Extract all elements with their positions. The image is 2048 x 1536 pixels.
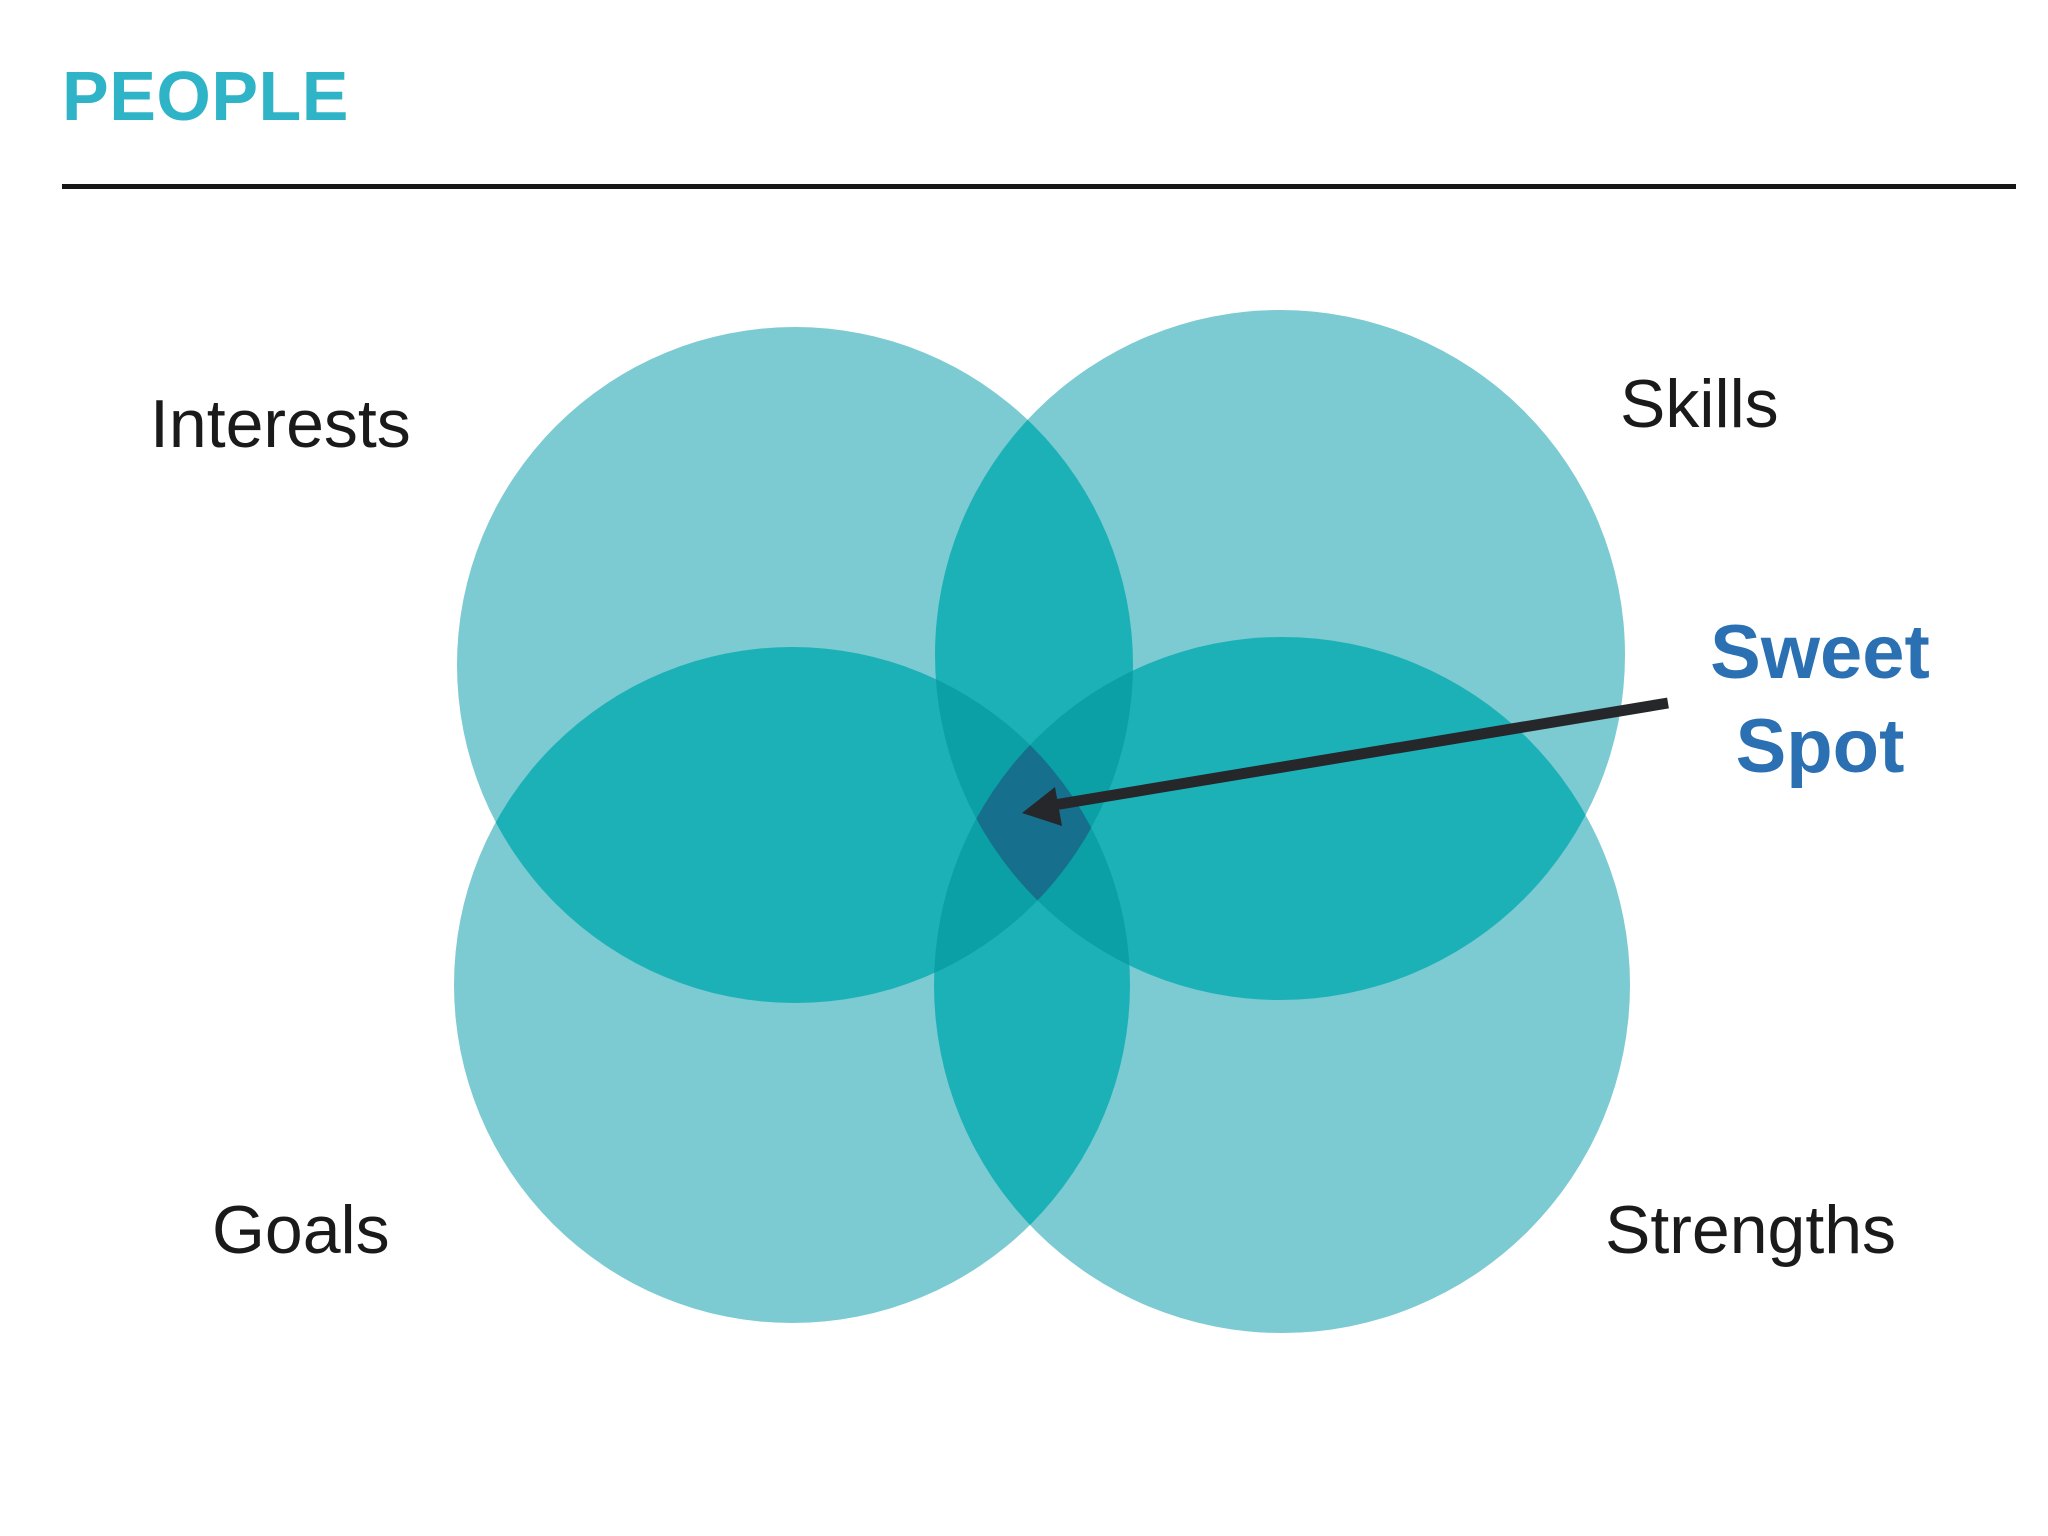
label-strengths: Strengths xyxy=(1605,1192,1897,1268)
page-title: PEOPLE xyxy=(62,57,349,135)
divider-line xyxy=(62,184,2016,189)
arrow-head-icon xyxy=(1022,787,1062,826)
overlap-skills-strengths xyxy=(935,637,1625,1000)
label-interests: Interests xyxy=(150,386,411,462)
sweet-spot-label-line2: Spot xyxy=(1735,704,1905,789)
overlap-interests-goals xyxy=(457,647,1130,1003)
sweet-spot-label: Sweet Spot xyxy=(1600,606,2040,794)
arrow-line xyxy=(1053,697,1669,811)
label-goals: Goals xyxy=(212,1192,390,1268)
sweet-spot-label-line1: Sweet xyxy=(1710,610,1930,695)
label-skills: Skills xyxy=(1620,366,1779,442)
arrow xyxy=(1022,697,1669,826)
